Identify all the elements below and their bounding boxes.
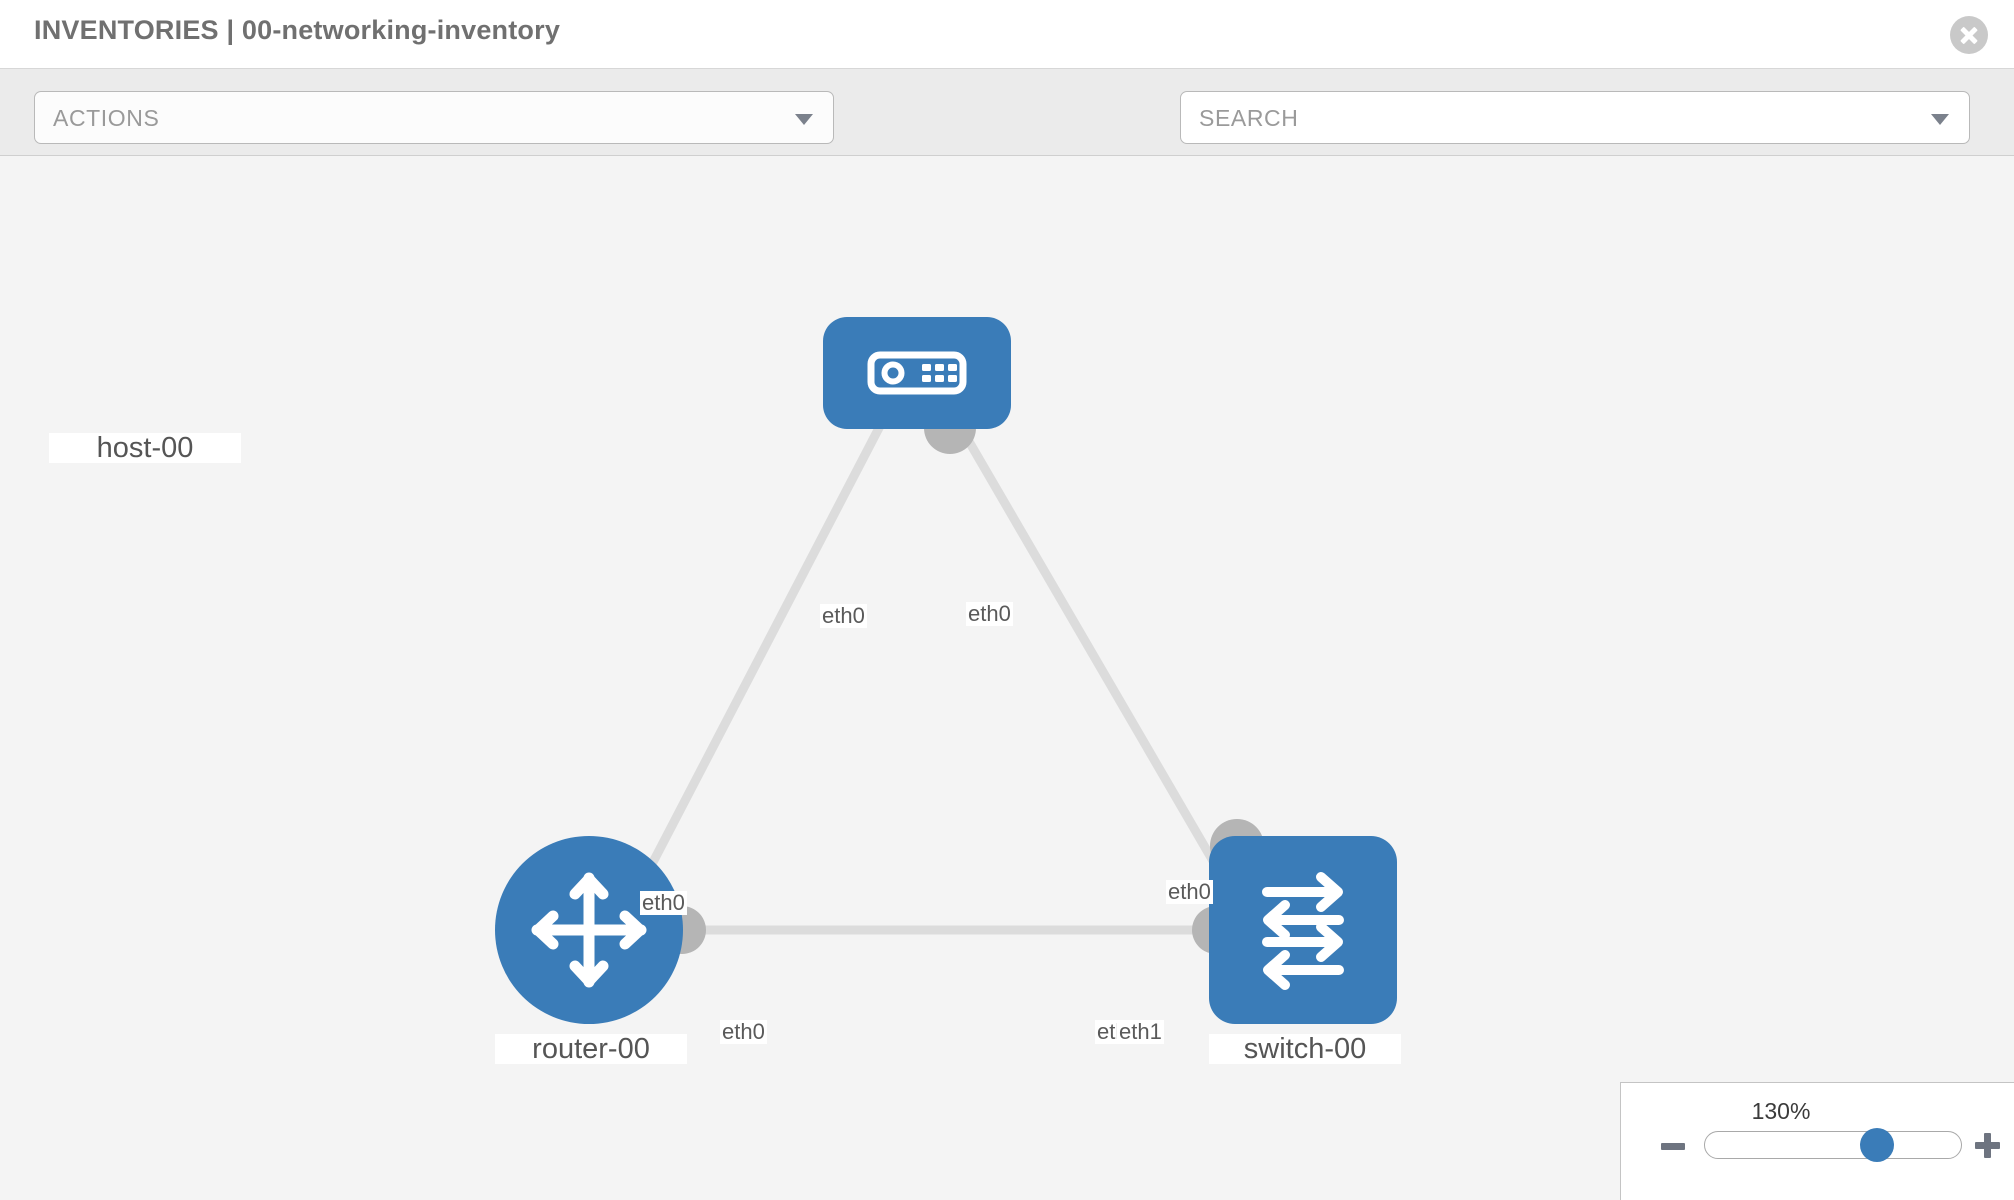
server-icon xyxy=(867,351,967,395)
zoom-control-panel: 130% xyxy=(1620,1082,2014,1200)
zoom-out-button[interactable] xyxy=(1661,1143,1685,1150)
edge-label-switch-uplink: eth0 xyxy=(1166,879,1213,905)
switch-icon xyxy=(1262,872,1344,990)
router-icon xyxy=(531,872,647,988)
edge-label-switch-left-top: eth1 xyxy=(1117,1019,1164,1045)
node-label-router-00: router-00 xyxy=(495,1034,687,1064)
actions-dropdown-label: ACTIONS xyxy=(53,105,160,131)
zoom-in-button[interactable] xyxy=(1975,1133,2000,1158)
zoom-slider[interactable] xyxy=(1704,1128,1962,1162)
edge-label-host-left: eth0 xyxy=(820,603,867,629)
edge-label-router-uplink: eth0 xyxy=(640,890,687,916)
edge-label-host-right: eth0 xyxy=(966,601,1013,627)
switch-node-shape[interactable] xyxy=(1209,836,1397,1024)
page-title: INVENTORIES | 00-networking-inventory xyxy=(34,15,561,45)
zoom-slider-thumb[interactable] xyxy=(1860,1128,1894,1162)
search-placeholder: SEARCH xyxy=(1199,105,1299,131)
actions-dropdown[interactable]: ACTIONS xyxy=(34,91,834,144)
edge-label-router-right: eth0 xyxy=(720,1019,767,1045)
page-header: INVENTORIES | 00-networking-inventory xyxy=(0,0,2014,69)
topology-links xyxy=(621,402,1264,954)
chevron-down-icon xyxy=(1931,114,1949,125)
topology-canvas[interactable]: router-00 switch-00 xyxy=(0,156,2014,1200)
router-node-shape[interactable] xyxy=(495,836,683,1024)
node-label-switch-00: switch-00 xyxy=(1209,1034,1401,1064)
chevron-down-icon xyxy=(795,114,813,125)
node-label-host-00: host-00 xyxy=(49,433,241,463)
toolbar: ACTIONS SEARCH xyxy=(0,69,2014,194)
search-input[interactable]: SEARCH xyxy=(1180,91,1970,144)
host-node-shape[interactable] xyxy=(823,317,1011,429)
zoom-level-label: 130% xyxy=(1751,1098,1811,1124)
close-icon[interactable] xyxy=(1950,16,1988,54)
